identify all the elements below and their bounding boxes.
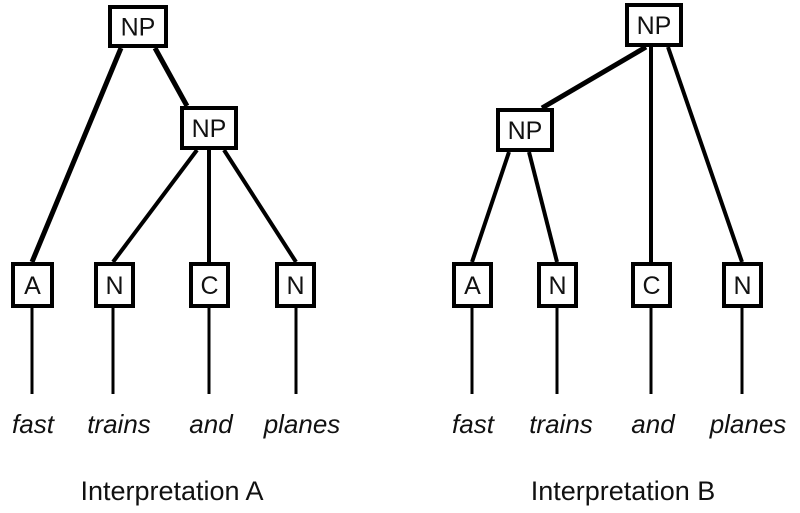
leaf-word-a-word-and: and	[189, 409, 234, 439]
node-box-a-root-np[interactable]: NP	[108, 5, 168, 48]
node-box-outline-b-leaf-n2	[722, 262, 763, 308]
node-label-a-leaf-a: A	[24, 272, 41, 300]
node-box-outline-a-inner-np	[180, 106, 238, 150]
leaf-word-a-word-planes: planes	[263, 409, 341, 439]
node-box-a-leaf-a[interactable]: A	[11, 262, 54, 308]
branch-b-edge-root-to-n2	[666, 46, 744, 263]
node-label-a-leaf-n1: N	[105, 272, 123, 300]
node-box-b-root-np[interactable]: NP	[625, 3, 683, 47]
node-box-b-leaf-n2[interactable]: N	[722, 262, 763, 308]
node-box-b-leaf-a[interactable]: A	[452, 262, 493, 308]
node-box-b-leaf-c[interactable]: C	[631, 262, 672, 308]
node-box-outline-b-leaf-n1	[537, 262, 578, 308]
node-box-a-inner-np[interactable]: NP	[180, 106, 238, 150]
node-box-outline-a-leaf-a	[11, 262, 54, 308]
node-label-a-leaf-n2: N	[286, 272, 304, 300]
node-box-outline-b-leaf-c	[631, 262, 672, 308]
node-label-a-root-np: NP	[121, 14, 156, 42]
branch-a-edge-np-to-n2	[222, 148, 298, 264]
node-box-outline-a-root-np	[108, 5, 168, 48]
leaf-word-b-word-trains: trains	[529, 409, 593, 439]
node-label-a-inner-np: NP	[192, 115, 227, 143]
node-box-a-leaf-c[interactable]: C	[189, 262, 230, 308]
node-label-b-leaf-c: C	[642, 272, 660, 300]
node-label-b-leaf-n1: N	[548, 272, 566, 300]
node-box-outline-b-inner-np	[496, 108, 554, 152]
node-label-b-leaf-n2: N	[733, 272, 751, 300]
node-box-outline-a-leaf-n2	[275, 262, 316, 308]
node-label-b-root-np: NP	[637, 12, 672, 40]
tree-caption-interpretation-a: Interpretation A	[80, 476, 263, 506]
branch-a-edge-root-to-a	[29, 47, 124, 263]
node-box-b-leaf-n1[interactable]: N	[537, 262, 578, 308]
leaf-word-b-word-and: and	[631, 409, 676, 439]
branch-a-edge-np-to-n1	[111, 148, 199, 264]
node-box-outline-a-leaf-c	[189, 262, 230, 308]
branch-b-edge-root-to-np	[540, 44, 648, 111]
branch-a-edge-root-to-np	[152, 46, 190, 108]
node-box-a-leaf-n1[interactable]: N	[94, 262, 135, 308]
leaf-word-b-word-fast: fast	[452, 409, 496, 439]
node-label-b-leaf-a: A	[464, 272, 481, 300]
leaf-word-b-word-planes: planes	[709, 409, 787, 439]
node-label-b-inner-np: NP	[508, 117, 543, 145]
node-box-outline-a-leaf-n1	[94, 262, 135, 308]
node-box-b-inner-np[interactable]: NP	[496, 108, 554, 152]
branch-b-edge-np-to-a	[470, 151, 511, 263]
node-box-outline-b-root-np	[625, 3, 683, 47]
node-box-a-leaf-n2[interactable]: N	[275, 262, 316, 308]
node-label-a-leaf-c: C	[200, 272, 218, 300]
tree-caption-interpretation-b: Interpretation B	[531, 476, 716, 506]
node-box-outline-b-leaf-a	[452, 262, 493, 308]
leaf-word-a-word-fast: fast	[12, 409, 56, 439]
branch-b-edge-np-to-n1	[527, 151, 559, 263]
leaf-word-a-word-trains: trains	[87, 409, 151, 439]
